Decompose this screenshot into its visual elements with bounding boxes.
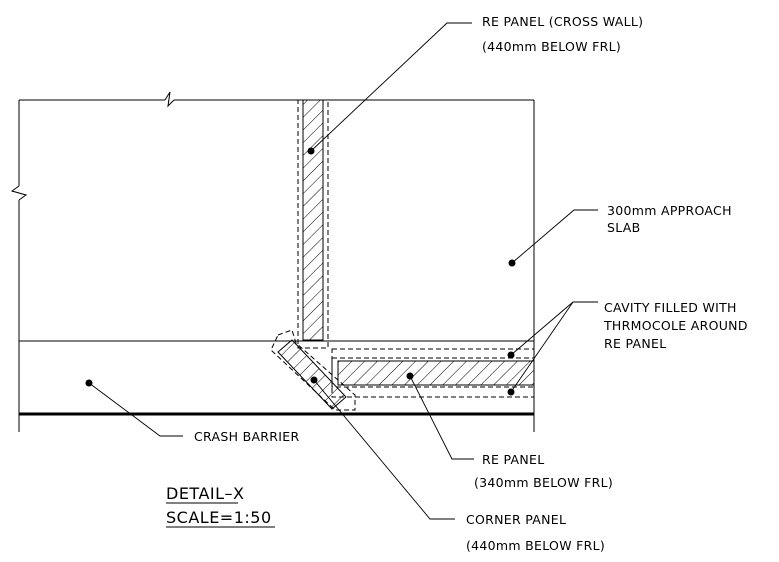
label-re-panel-1: RE PANEL <box>482 452 544 467</box>
label-corner-panel-2: (440mm BELOW FRL) <box>466 538 605 553</box>
cross-wall-re-panel <box>297 99 329 349</box>
label-cross-wall-2: (440mm BELOW FRL) <box>482 39 621 54</box>
label-crash-barrier: CRASH BARRIER <box>194 429 299 444</box>
label-cavity-2: THRMOCOLE AROUND <box>603 318 748 333</box>
corner-panel <box>270 329 356 411</box>
label-cavity-3: RE PANEL <box>604 336 666 351</box>
label-cavity-1: CAVITY FILLED WITH <box>604 300 737 315</box>
re-panel <box>331 348 535 398</box>
label-cross-wall-1: RE PANEL (CROSS WALL) <box>482 14 643 29</box>
detail-scale: SCALE=1:50 <box>166 508 272 527</box>
label-approach-slab-1: 300mm APPROACH <box>607 203 732 218</box>
detail-title: DETAIL–X <box>166 484 245 503</box>
slab-outline <box>10 91 535 432</box>
label-corner-panel-1: CORNER PANEL <box>466 512 566 527</box>
label-re-panel-2: (340mm BELOW FRL) <box>474 475 613 490</box>
leaders <box>85 22 598 520</box>
label-approach-slab-2: SLAB <box>607 220 641 235</box>
